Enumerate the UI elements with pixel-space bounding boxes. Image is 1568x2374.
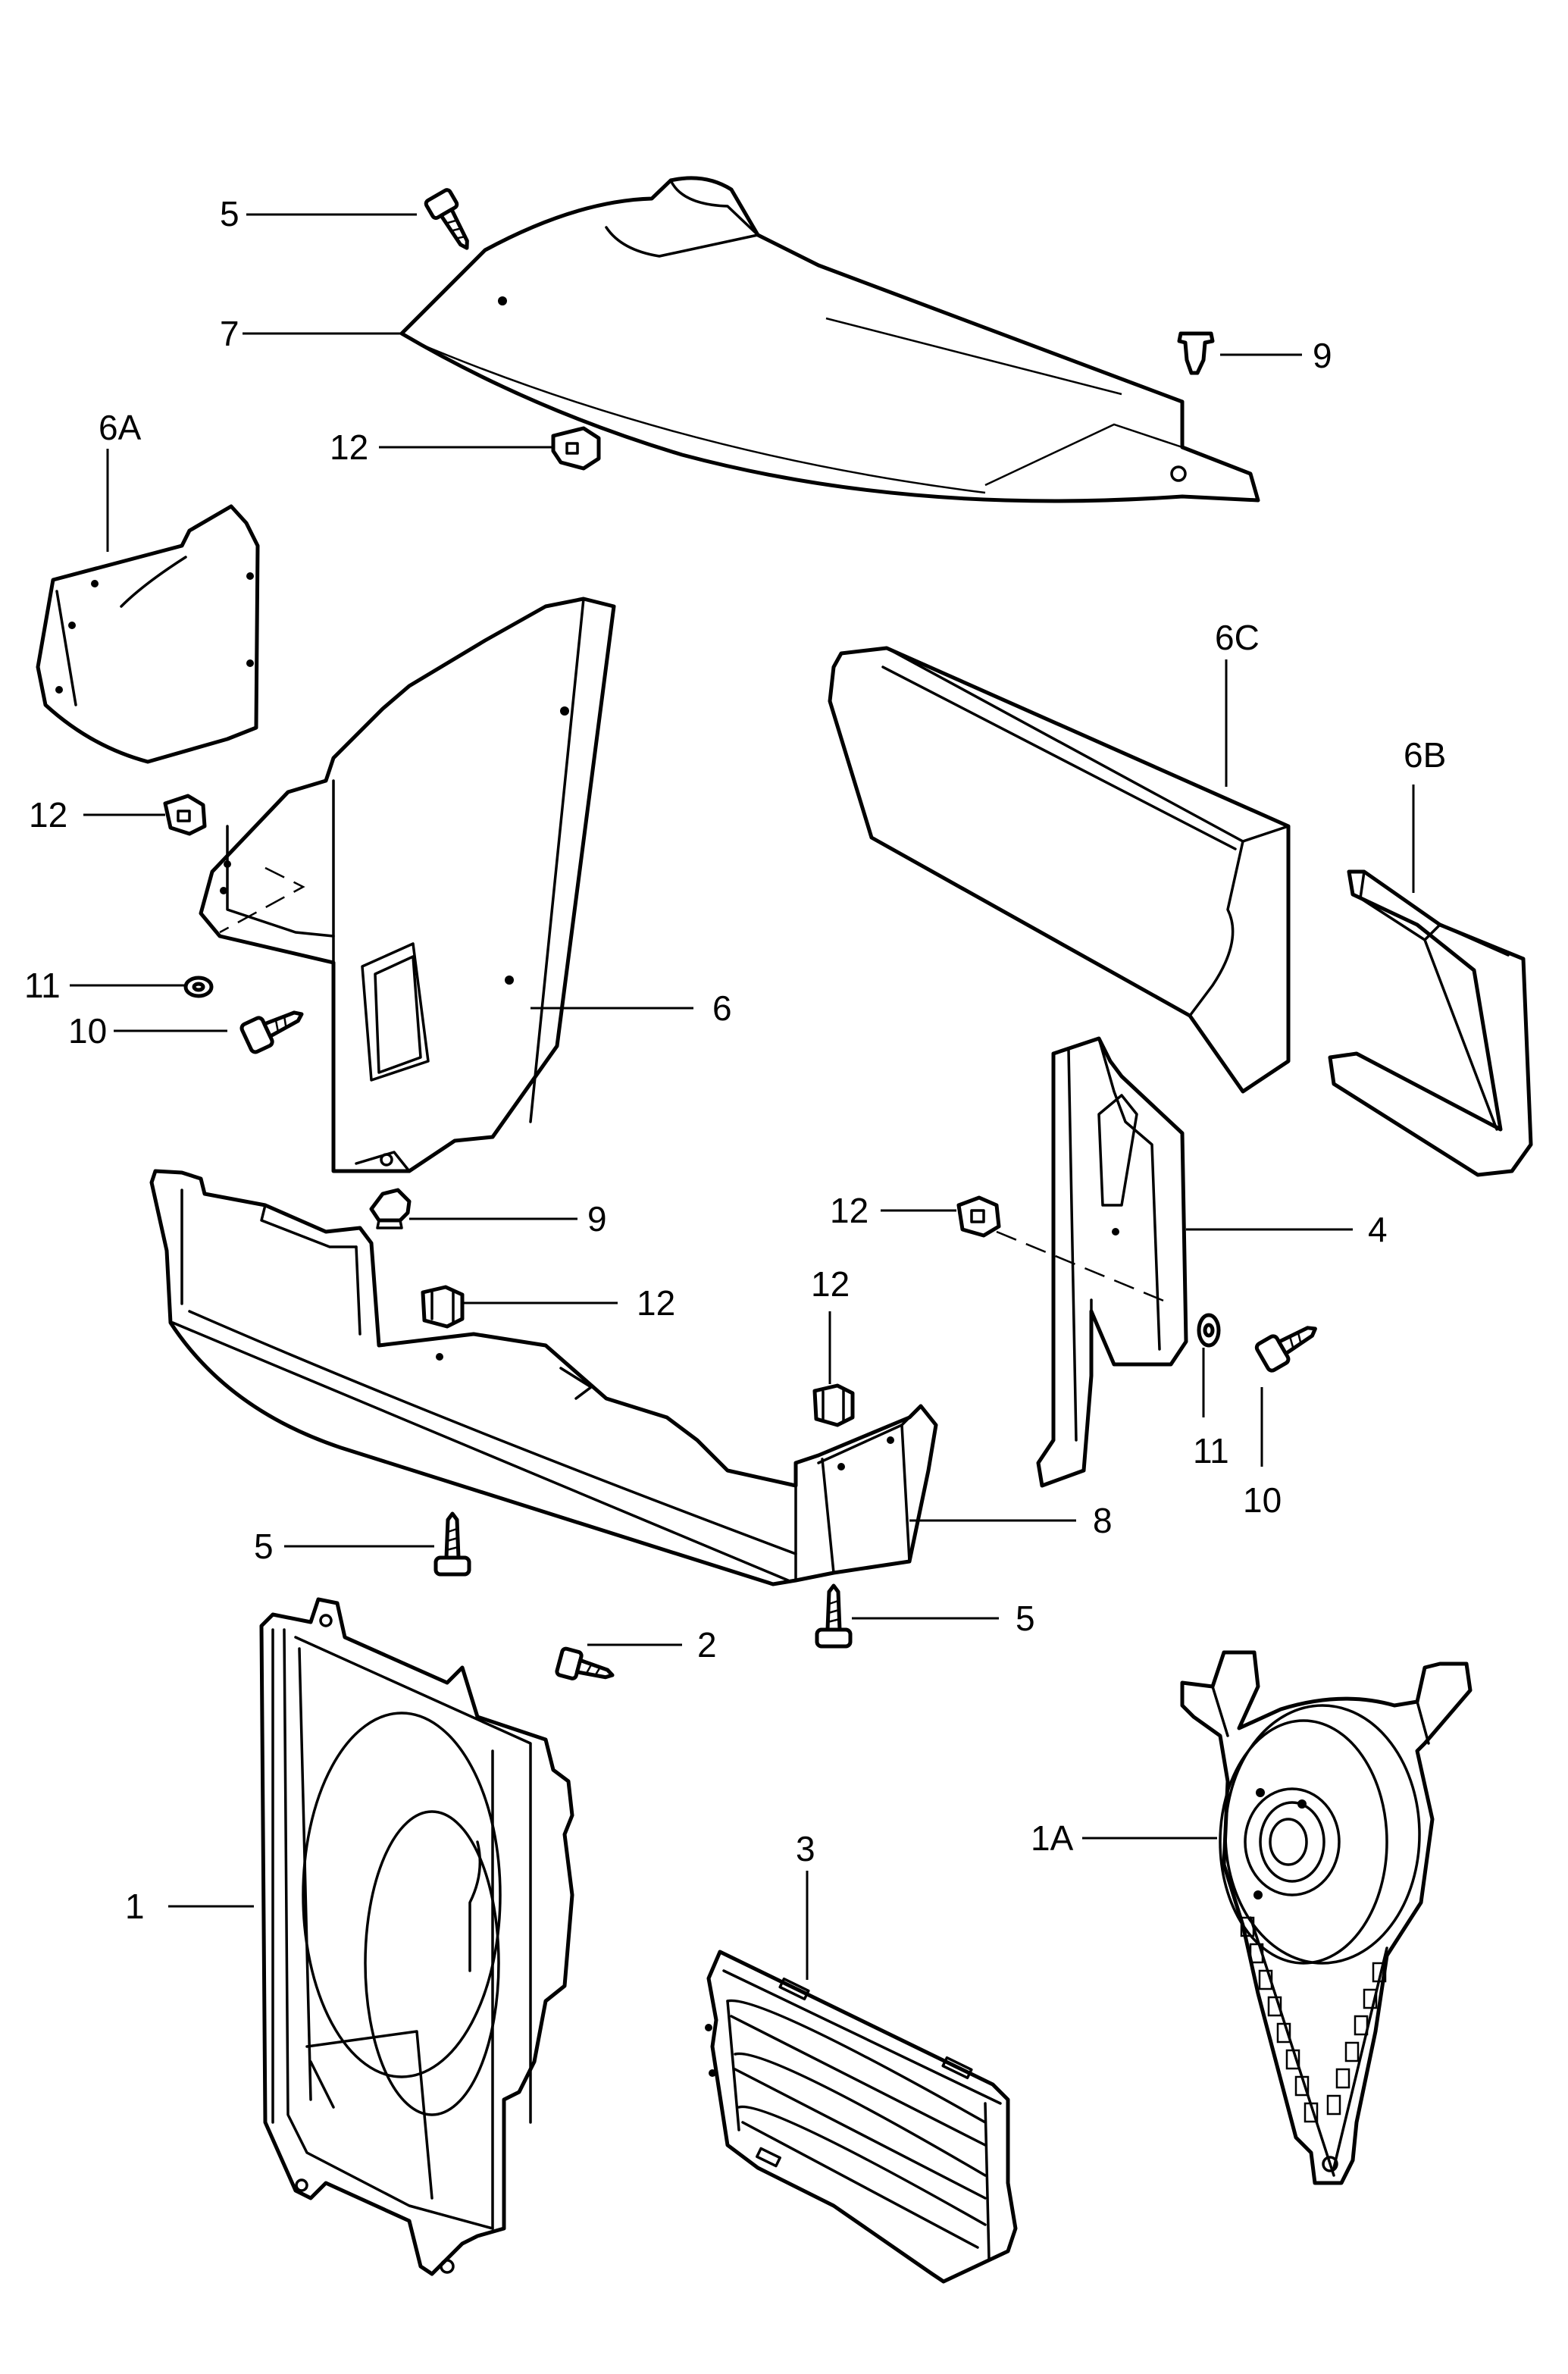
washer-11-right — [1197, 1313, 1221, 1348]
screw-2 — [555, 1646, 615, 1680]
callout-9-middle: 9 — [587, 1199, 607, 1239]
callout-5-top: 5 — [220, 194, 239, 233]
part-1A-fan-assembly — [1180, 1650, 1473, 2185]
part-6B-bracket — [1328, 869, 1533, 1177]
part-6A-side-panel — [36, 504, 260, 764]
nut-12-lower — [812, 1383, 855, 1427]
callout-10-right: 10 — [1243, 1480, 1282, 1520]
screw-5-left — [433, 1511, 471, 1577]
callout-12-left: 12 — [29, 795, 67, 835]
part-6C-top-duct — [828, 646, 1291, 1094]
part-6-side-shroud — [199, 597, 616, 1173]
callout-8: 8 — [1093, 1501, 1113, 1540]
clip-9-top — [1177, 331, 1215, 375]
callout-5-right: 5 — [1016, 1599, 1035, 1638]
screw-5-right — [815, 1583, 853, 1649]
screw-5-top — [424, 188, 469, 250]
nut-12-top — [551, 426, 601, 471]
nut-12-right — [956, 1195, 1001, 1238]
callout-5-left: 5 — [254, 1527, 274, 1566]
clip-9-middle — [369, 1188, 412, 1229]
callout-3: 3 — [796, 1829, 815, 1868]
callout-6A: 6A — [99, 408, 142, 447]
part-1-fan-shroud — [259, 1597, 574, 2276]
callout-6C: 6C — [1215, 618, 1260, 657]
callout-labels: 5 7 12 9 6A 6C 6B 12 11 10 6 9 12 12 12 … — [24, 194, 1446, 1926]
callout-10-left: 10 — [68, 1011, 107, 1051]
callout-11-left: 11 — [24, 966, 61, 1005]
callout-12-lower: 12 — [811, 1264, 850, 1304]
callout-2: 2 — [697, 1625, 717, 1665]
part-8-lower-shroud — [149, 1169, 938, 1586]
leader-lines — [70, 213, 1415, 1980]
nut-12-middle — [421, 1285, 465, 1329]
callout-12-right: 12 — [830, 1191, 869, 1230]
part-3-grille — [705, 1950, 1018, 2284]
washer-11-left — [183, 976, 214, 998]
callout-12-top: 12 — [330, 428, 368, 467]
part-4-lower-side-panel — [996, 1036, 1188, 1488]
part-7-upper-shroud — [399, 176, 1260, 503]
nut-12-left — [163, 794, 207, 836]
screw-10-right — [1254, 1326, 1317, 1373]
callout-6B: 6B — [1404, 735, 1446, 775]
callout-4: 4 — [1368, 1210, 1388, 1249]
callout-1A: 1A — [1031, 1818, 1074, 1858]
callout-1: 1 — [125, 1887, 145, 1926]
callout-7: 7 — [220, 314, 239, 353]
callout-9-top: 9 — [1313, 336, 1332, 375]
callout-12-middle: 12 — [637, 1283, 675, 1323]
callout-6: 6 — [712, 988, 732, 1028]
callout-11-right: 11 — [1193, 1431, 1229, 1470]
screw-10-left — [239, 1010, 304, 1054]
